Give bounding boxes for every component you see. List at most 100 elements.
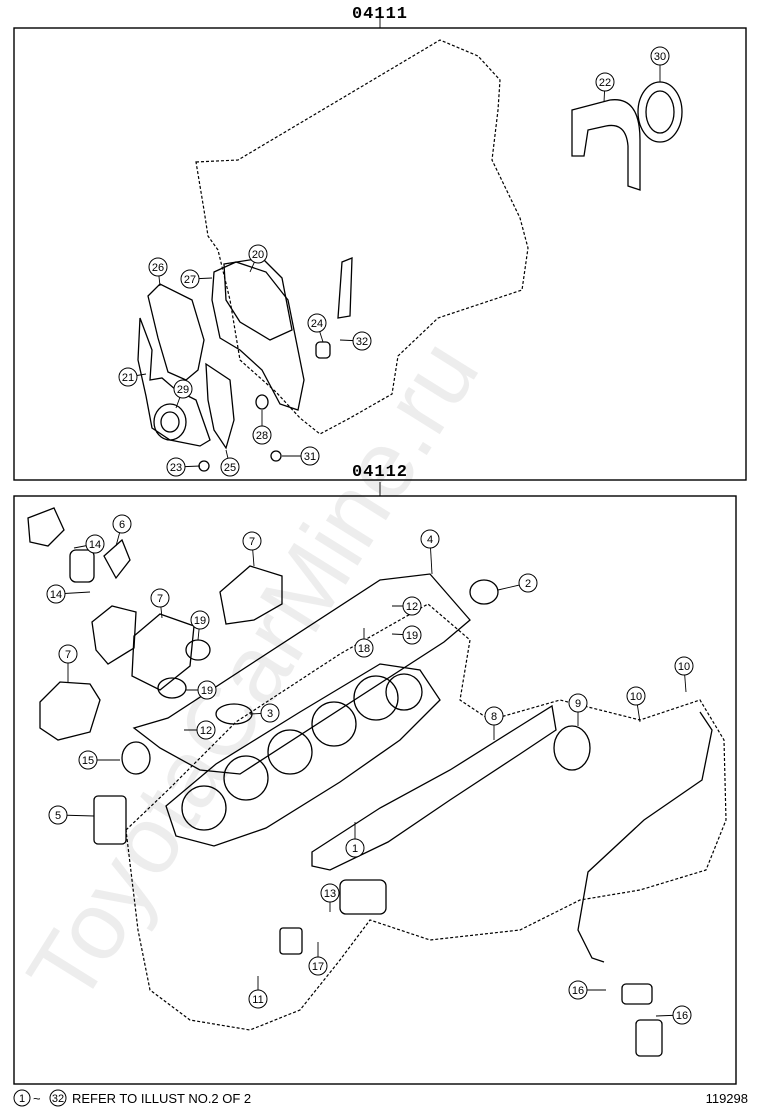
upper-group: 04111 [13,5,747,481]
union-fitting [621,983,653,1005]
callout-circle-c29 [173,379,193,399]
callout-label-c15: 15 [82,755,94,767]
callout-label-c7c: 7 [65,649,71,661]
callout-circle-c18 [354,638,374,658]
side-cover-gasket [93,795,127,845]
callout-label-c10b: 10 [630,691,642,703]
callout-circle-c28 [252,425,272,445]
exhaust-gasket-7c [219,565,283,625]
callout-circle-c26 [148,257,168,277]
callout-label-c12b: 12 [200,725,212,737]
callout-circle-c10b [626,686,646,706]
upper-group-code: 04111 [352,5,408,24]
callout-label-c9: 9 [575,698,581,710]
callout-circle-c32 [352,331,372,351]
callout-label-c14a: 14 [89,539,101,551]
lower-group-frame [13,495,737,1085]
footer: 1 ~ 32 REFER TO ILLUST NO.2 OF 2 119298 [13,1089,748,1107]
callout-circle-c20 [248,244,268,264]
callout-label-c21: 21 [122,372,134,384]
callout-circle-c22 [595,72,615,92]
callout-label-c18: 18 [358,643,370,655]
callout-circle-c25 [220,457,240,477]
callout-circle-c1 [345,838,365,858]
callout-circle-c7c [58,644,78,664]
callout-label-c31: 31 [304,451,316,463]
lower-group-code: 04112 [352,463,408,482]
dipstick-guide [337,257,353,319]
callout-label-c8: 8 [491,711,497,723]
callout-circle-c27 [180,269,200,289]
callout-label-c19b: 19 [201,685,213,697]
watermark: ToyotaCarMine.ru [7,322,499,1021]
cylinder-head-gasket [165,663,441,847]
callout-circle-c14b [46,584,66,604]
rear-oil-seal-retainer [571,99,641,191]
thermostat [69,549,95,583]
callout-circle-c7b [150,588,170,608]
callout-label-c16b: 16 [676,1010,688,1022]
callout-label-c12a: 12 [406,601,418,613]
callout-label-c23: 23 [170,462,182,474]
throttle-body-gasket [553,725,591,771]
callout-label-c14b: 14 [50,589,62,601]
small-gasket-23 [198,460,210,472]
callout-label-c17: 17 [312,961,324,973]
intake-manifold-gasket [311,704,557,871]
footer-range-end: 32 [52,1093,64,1105]
callout-circle-c8 [484,706,504,726]
water-inlet-housing [91,605,137,665]
callout-label-c29: 29 [177,384,189,396]
crankshaft-front-seal [153,403,187,441]
callout-label-c5: 5 [55,810,61,822]
callout-circle-c31 [300,446,320,466]
small-gasket-31 [270,450,282,462]
injector [279,927,303,955]
lower-group: 04112 [13,463,737,1085]
callout-circle-c15 [78,750,98,770]
footer-note: REFER TO ILLUST NO.2 OF 2 [72,1091,251,1106]
callout-circle-c23 [166,457,186,477]
callout-circle-c6 [112,514,132,534]
exhaust-gasket-7a [39,681,101,741]
ring-19-lower [157,677,187,699]
callout-label-c26: 26 [152,262,164,274]
callout-circle-c10a [674,656,694,676]
callout-label-c32: 32 [356,336,368,348]
water-outlet-gasket [103,538,131,580]
callout-label-c19a: 19 [194,615,206,627]
callout-label-c4: 4 [427,534,433,546]
plug-hole-gasket [469,579,499,605]
callout-circle-c17 [308,956,328,976]
callout-label-c19c: 19 [406,630,418,642]
footer-range-separator: ~ [33,1091,41,1106]
valve-cover-gasket [132,573,471,775]
callout-circle-c19b [197,680,217,700]
callout-circle-c7a [242,531,262,551]
callout-label-c3: 3 [267,708,273,720]
timing-belt-cover-gasket [137,317,211,447]
injector-rail [339,879,387,915]
callout-circle-c21 [118,367,138,387]
callout-label-c22: 22 [599,77,611,89]
callout-circle-c14a [85,534,105,554]
engine-block-outline [195,39,529,435]
callout-label-c28: 28 [256,430,268,442]
small-gasket-28 [255,394,269,410]
lower-engine-outline [125,603,727,1031]
callout-label-c1: 1 [352,843,358,855]
callout-circle-c16b [672,1005,692,1025]
callout-label-c16a: 16 [572,985,584,997]
timing-cover-gasket [147,283,205,381]
callout-circle-c5 [48,805,68,825]
callout-circle-c3 [260,703,280,723]
union-bolt [635,1019,663,1057]
callout-label-c7b: 7 [157,593,163,605]
callout-circle-c13 [320,883,340,903]
exhaust-gasket-7b [131,613,195,691]
callout-label-c7a: 7 [249,536,255,548]
callout-circle-c12b [196,720,216,740]
callout-label-c27: 27 [184,274,196,286]
